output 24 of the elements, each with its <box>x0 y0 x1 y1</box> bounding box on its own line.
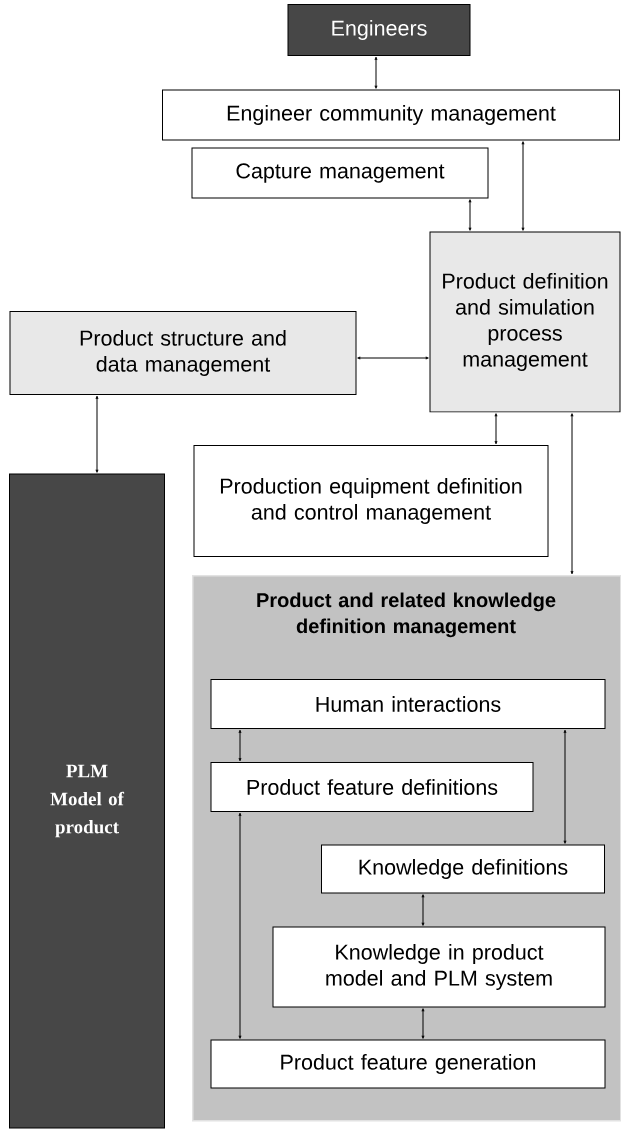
arrow <box>468 199 472 231</box>
arrow <box>374 56 378 89</box>
process-box: Product definition and simulation process management <box>429 231 621 413</box>
model-bar: PLM Model of product <box>9 473 165 1129</box>
process-box: Production equipment definition and control management <box>193 445 549 557</box>
arrow <box>570 413 574 575</box>
arrow <box>563 729 567 844</box>
process-box: Knowledge definitions <box>321 844 605 894</box>
arrow <box>95 395 99 473</box>
process-box: Product structure and data management <box>9 311 357 395</box>
arrow <box>238 812 242 1039</box>
process-box: Capture management <box>191 147 489 199</box>
arrow <box>494 413 498 445</box>
process-box: Knowledge in product model and PLM system <box>272 926 606 1008</box>
arrow <box>421 894 425 926</box>
arrow <box>238 729 242 762</box>
arrow <box>521 141 525 231</box>
process-box: Human interactions <box>210 679 606 729</box>
process-box: Engineer community management <box>162 89 620 141</box>
arrow <box>421 1008 425 1039</box>
process-box: Product feature definitions <box>210 762 534 812</box>
label-box: Engineers <box>287 4 471 56</box>
process-box: Product feature generation <box>210 1039 606 1089</box>
arrow <box>357 356 429 360</box>
